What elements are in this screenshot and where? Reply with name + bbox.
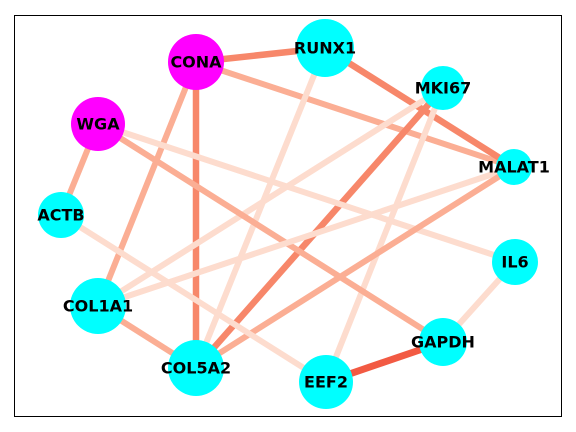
node-cona[interactable]: CONA xyxy=(168,34,224,90)
node-circle xyxy=(299,355,353,409)
node-circle xyxy=(70,278,126,334)
edge-mki67-col1a1 xyxy=(96,85,445,309)
node-label: MKI67 xyxy=(415,79,472,98)
node-circle xyxy=(421,66,465,110)
node-circle xyxy=(419,318,467,366)
edge-runx1-col5a2 xyxy=(193,46,328,370)
plot-frame xyxy=(14,15,562,417)
edge-cona-malat1 xyxy=(195,59,515,170)
node-label: COL1A1 xyxy=(63,297,133,316)
node-label: IL6 xyxy=(501,253,528,272)
node-circle xyxy=(296,19,354,77)
node-actb[interactable]: ACTB xyxy=(37,192,85,238)
node-wga[interactable]: WGA xyxy=(71,97,125,151)
edge-mki67-col5a2 xyxy=(193,85,446,371)
node-label: WGA xyxy=(76,115,120,134)
node-label: RUNX1 xyxy=(294,39,356,58)
node-circle xyxy=(38,192,84,238)
node-label: MALAT1 xyxy=(478,158,550,177)
node-label: EEF2 xyxy=(304,373,348,392)
edge-runx1-malat1 xyxy=(323,45,516,170)
edge-wga-il6 xyxy=(97,121,516,265)
edge-malat1-col1a1 xyxy=(97,164,515,309)
node-il6[interactable]: IL6 xyxy=(492,239,538,285)
node-circle xyxy=(492,239,538,285)
edge-actb-eef2 xyxy=(59,212,328,385)
node-mki67[interactable]: MKI67 xyxy=(415,66,472,110)
node-circle xyxy=(168,340,224,396)
node-circle xyxy=(496,149,532,185)
node-runx1[interactable]: RUNX1 xyxy=(294,19,356,77)
node-label: GAPDH xyxy=(411,333,475,352)
node-col5a2[interactable]: COL5A2 xyxy=(161,340,231,396)
node-gapdh[interactable]: GAPDH xyxy=(411,318,475,366)
node-circle xyxy=(71,97,125,151)
node-col1a1[interactable]: COL1A1 xyxy=(63,278,133,334)
edge-wga-gapdh xyxy=(96,121,445,345)
node-malat1[interactable]: MALAT1 xyxy=(478,149,550,185)
edge-cona-col1a1 xyxy=(95,60,199,308)
node-circle xyxy=(168,34,224,90)
node-eef2[interactable]: EEF2 xyxy=(299,355,353,409)
edge-mki67-eef2 xyxy=(323,86,446,384)
node-label: COL5A2 xyxy=(161,359,231,378)
node-label: CONA xyxy=(170,53,222,72)
node-label: ACTB xyxy=(37,206,84,225)
